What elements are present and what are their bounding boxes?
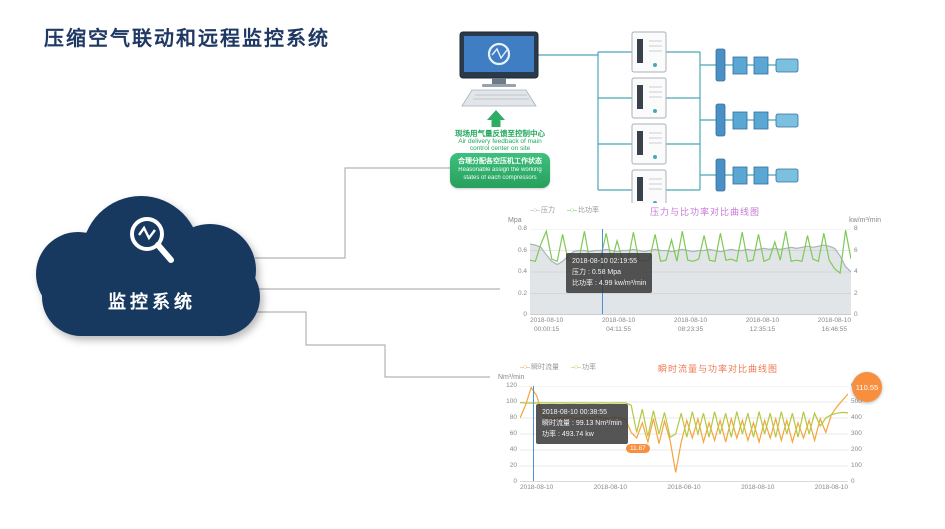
chart2-cursor-line (533, 386, 534, 481)
cloud-shape (42, 258, 260, 336)
legend-label: 比功率 (578, 207, 600, 214)
control-computer-icon (459, 31, 539, 107)
chart1-y-left-label: Mpa (508, 217, 522, 224)
legend-item[interactable]: ‒○‒比功率 (567, 205, 599, 215)
legend-item[interactable]: ‒○‒压力 (530, 205, 555, 215)
connector-to-diagram (255, 167, 454, 259)
chart1-legend: ‒○‒压力‒○‒比功率 (530, 205, 599, 215)
legend-mark-icon: ‒○‒ (520, 363, 530, 371)
chart1-title: 压力与比功率对比曲线图 (650, 207, 761, 217)
network-diagram-graphic (459, 31, 799, 210)
x-tick-label: 2018-08-10 (667, 484, 701, 491)
legend-item[interactable]: ‒○‒功率 (571, 362, 596, 372)
connector-to-chart2 (250, 311, 494, 378)
assign-status-box: 合理分配各空压机工作状态 Reasonable assign the worki… (450, 153, 550, 188)
network-lines (538, 51, 788, 191)
legend-mark-icon: ‒○‒ (530, 206, 540, 214)
assign-text-en: states of each compressors (463, 174, 537, 181)
legend-label: 瞬时流量 (531, 364, 560, 371)
tooltip-line: 比功率 : 4.99 kw/m³/min (572, 280, 647, 288)
chart2-current-value-badge: 110.55 (852, 372, 882, 402)
chart1-y-right-label: kw/m³/min (849, 217, 881, 224)
green-up-arrow-icon (487, 110, 505, 127)
magnifier-chart-icon (130, 217, 174, 263)
assign-text-cn: 合理分配各空压机工作状态 (458, 158, 542, 165)
tooltip-line: 瞬时流量 : 99.13 Nm³/min (542, 420, 622, 428)
air-equipment-row (715, 103, 799, 137)
legend-mark-icon: ‒○‒ (567, 206, 577, 214)
tooltip-line: 压力 : 0.58 Mpa (572, 269, 622, 277)
compressor-unit (631, 31, 667, 73)
chart2-x-axis-labels: 2018-08-10 2018-08-10 2018-08-10 2018-08-10… (520, 484, 848, 493)
assign-text-en: Reasonable assign the working (458, 167, 542, 173)
x-tick-label: 2018-08-10 (520, 484, 554, 491)
air-equipment-row (715, 158, 799, 192)
chart2-point-value-label: 11.87 (626, 444, 650, 453)
page-title: 压缩空气联动和远程监控系统 (44, 28, 330, 50)
feedback-text-en: Air delivery feedback of main (458, 138, 542, 145)
legend-item[interactable]: ‒○‒瞬时流量 (520, 362, 559, 372)
tooltip-line: 功率 : 493.74 kw (542, 431, 594, 439)
chart2-tooltip: 2018-08-10 00:38:55 瞬时流量 : 99.13 Nm³/min… (536, 404, 628, 444)
compressor-unit (631, 77, 667, 119)
chart1-tooltip: 2018-08-10 02:19:55 压力 : 0.58 Mpa 比功率 : … (566, 253, 653, 293)
legend-label: 功率 (582, 364, 597, 371)
legend-label: 压力 (541, 207, 556, 214)
x-tick-label: 2018-08-10 (814, 484, 848, 491)
chart2-legend: ‒○‒瞬时流量‒○‒功率 (520, 362, 596, 372)
feedback-text-cn: 现场用气量反馈至控制中心 (455, 129, 545, 138)
feedback-text-en: control center on site (469, 145, 531, 152)
compressor-unit (631, 123, 667, 165)
cloud-label: 监控系统 (108, 292, 196, 312)
chart2-title: 瞬时流量与功率对比曲线图 (658, 364, 779, 374)
tooltip-time: 2018-08-10 02:19:55 (572, 258, 637, 265)
pressure-power-chart: ‒○‒压力‒○‒比功率 压力与比功率对比曲线图 Mpa kw/m³/min 0.… (500, 203, 885, 335)
compressor-unit (631, 169, 667, 210)
x-tick-label: 2018-08-10 (593, 484, 627, 491)
tooltip-time: 2018-08-10 00:38:55 (542, 409, 607, 416)
air-equipment-row (715, 48, 799, 82)
monitoring-cloud[interactable]: 监控系统 (36, 196, 268, 344)
legend-mark-icon: ‒○‒ (571, 363, 581, 371)
x-tick-label: 2018-08-10 (741, 484, 775, 491)
chart2-y-left-label: Nm³/min (498, 374, 525, 381)
